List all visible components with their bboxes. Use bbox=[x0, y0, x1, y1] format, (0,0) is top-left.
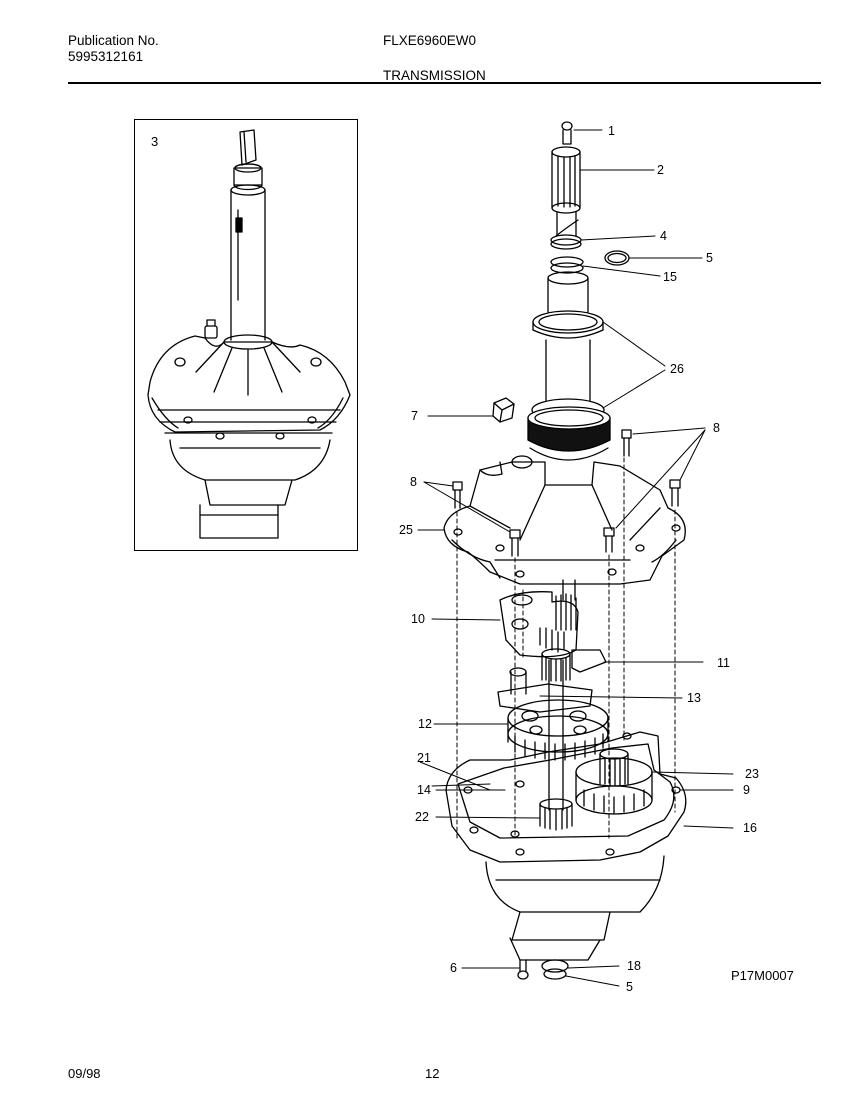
callout-7: 7 bbox=[411, 409, 418, 423]
callout-11: 11 bbox=[717, 656, 730, 670]
callout-8: 8 bbox=[410, 475, 417, 489]
callout-22: 22 bbox=[415, 810, 429, 824]
footer-date: 09/98 bbox=[68, 1066, 101, 1081]
callout-labels: 1 2 4 5 15 26 7 8 8 25 10 11 13 12 21 14… bbox=[399, 124, 759, 994]
callout-25: 25 bbox=[399, 523, 413, 537]
callout-5: 5 bbox=[626, 980, 633, 994]
inset-frame bbox=[134, 119, 358, 551]
callout-15: 15 bbox=[663, 270, 677, 284]
callout-21: 21 bbox=[417, 751, 431, 765]
callout-23: 23 bbox=[745, 767, 759, 781]
main-shaft-stack bbox=[452, 121, 681, 557]
inset-transmission-assembly bbox=[147, 129, 351, 539]
callout-6: 6 bbox=[450, 961, 457, 975]
lower-housing bbox=[445, 731, 687, 980]
model-number: FLXE6960EW0 bbox=[383, 33, 477, 48]
upper-housing-cover bbox=[443, 455, 686, 585]
callout-16: 16 bbox=[743, 821, 757, 835]
drawing-code: P17M0007 bbox=[731, 968, 794, 983]
callout-4: 4 bbox=[660, 229, 667, 243]
publication-number: 5995312161 bbox=[68, 49, 144, 64]
callout-26: 26 bbox=[670, 362, 684, 376]
callout-13: 13 bbox=[687, 691, 701, 705]
gear-parts bbox=[497, 579, 609, 811]
callout-1: 1 bbox=[608, 124, 615, 138]
callout-12: 12 bbox=[418, 717, 432, 731]
callout-2: 2 bbox=[657, 163, 664, 177]
callout-9: 9 bbox=[743, 783, 750, 797]
header-rule bbox=[68, 82, 821, 84]
callout-8: 8 bbox=[713, 421, 720, 435]
callout-10: 10 bbox=[411, 612, 425, 626]
callout-5: 5 bbox=[706, 251, 713, 265]
publication-label: Publication No. bbox=[68, 33, 159, 48]
inset-callout-3: 3 bbox=[151, 134, 159, 149]
callout-14: 14 bbox=[417, 783, 431, 797]
section-title: TRANSMISSION bbox=[383, 68, 486, 83]
page-number: 12 bbox=[425, 1066, 440, 1081]
callout-18: 18 bbox=[627, 959, 641, 973]
